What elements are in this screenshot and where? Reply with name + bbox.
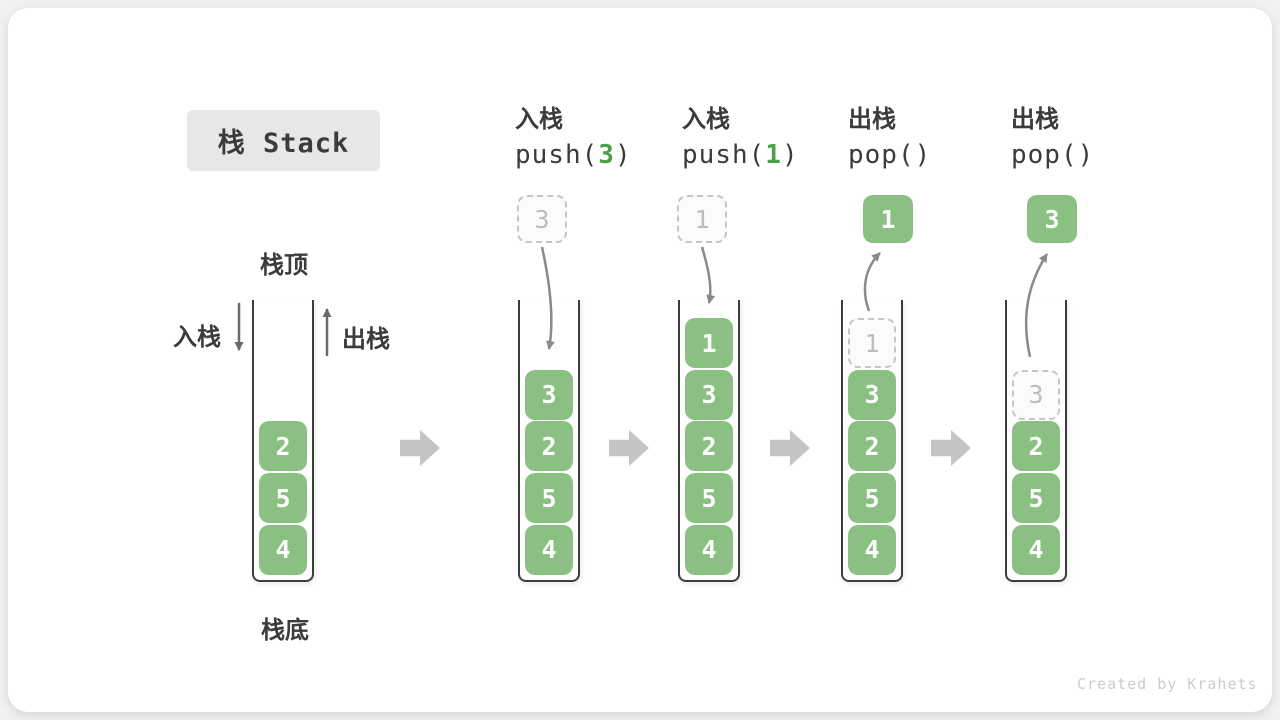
stack-top-label: 栈顶 <box>260 251 308 279</box>
step-arrow-icon <box>770 430 810 466</box>
code-text: pop() <box>1011 140 1095 170</box>
popped-value-box: 1 <box>863 195 913 243</box>
operation-code-text: push(1) <box>682 140 799 170</box>
push-1-flow-arrow-icon <box>700 246 716 304</box>
stack-cell-removed: 3 <box>1012 369 1060 420</box>
watermark: Created by Krahets <box>1077 675 1258 693</box>
code-text: pop() <box>848 140 932 170</box>
operation-label: 入栈 push(3) <box>515 105 632 170</box>
stack-cell: 5 <box>848 473 896 524</box>
code-highlight-arg: 3 <box>598 140 615 170</box>
stack-cell: 2 <box>848 421 896 472</box>
diagram-title: 栈 Stack <box>217 128 350 159</box>
operation-label: 出栈 pop() <box>848 105 931 170</box>
code-text: push( <box>682 140 766 170</box>
stack-cell: 4 <box>848 524 896 575</box>
stack-cell: 2 <box>1012 421 1060 472</box>
stack-cell: 4 <box>525 524 573 575</box>
code-text: push( <box>515 140 599 170</box>
stack-cell-removed: 1 <box>848 318 896 368</box>
stack-cell: 5 <box>259 473 307 524</box>
operation-action-text: 出栈 <box>1011 105 1059 133</box>
stack-cell: 2 <box>685 421 733 472</box>
stack-cell: 2 <box>259 421 307 472</box>
code-text: ) <box>614 140 632 170</box>
incoming-value-box: 1 <box>677 195 727 243</box>
stack-cell: 3 <box>525 369 573 420</box>
popped-value-box: 3 <box>1027 195 1077 243</box>
stack-cell: 2 <box>525 421 573 472</box>
step-arrow-icon <box>931 430 971 466</box>
stack-cell: 3 <box>685 369 733 420</box>
stack-cell: 4 <box>259 524 307 575</box>
operation-label: 入栈 push(1) <box>682 105 799 170</box>
code-highlight-arg: 1 <box>765 140 782 170</box>
code-text: ) <box>781 140 799 170</box>
operation-code-text: pop() <box>1011 140 1094 170</box>
stack-cell: 4 <box>685 524 733 575</box>
stack-cell: 5 <box>1012 473 1060 524</box>
operation-action-text: 入栈 <box>515 105 563 133</box>
operation-action-text: 入栈 <box>682 105 730 133</box>
step-arrow-icon <box>609 430 649 466</box>
stack-bottom-label: 栈底 <box>261 616 309 644</box>
stack-cell: 5 <box>525 473 573 524</box>
stack-cell: 3 <box>848 369 896 420</box>
stack-cell: 4 <box>1012 524 1060 575</box>
diagram-title-box: 栈 Stack <box>187 110 380 171</box>
stack-cell: 5 <box>685 473 733 524</box>
push-side-label: 入栈 <box>173 323 221 351</box>
operation-action-text: 出栈 <box>848 105 896 133</box>
operation-code-text: push(3) <box>515 140 632 170</box>
operation-code-text: pop() <box>848 140 931 170</box>
pop-side-label: 出栈 <box>342 325 390 353</box>
incoming-value-box: 3 <box>517 195 567 243</box>
operation-label: 出栈 pop() <box>1011 105 1094 170</box>
stack-cell: 1 <box>685 318 733 368</box>
step-arrow-icon <box>400 430 440 466</box>
